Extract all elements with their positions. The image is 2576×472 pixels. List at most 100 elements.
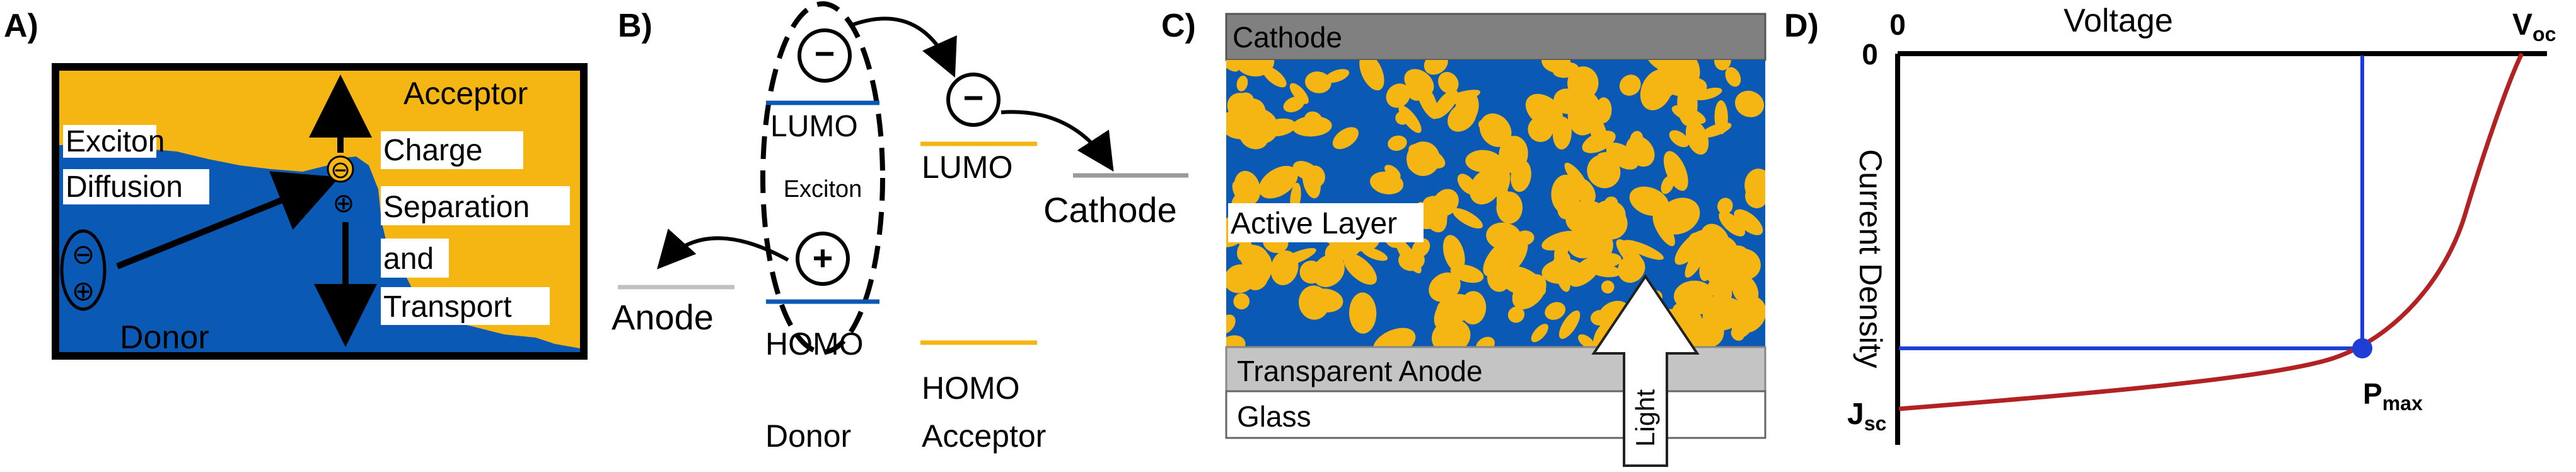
acceptor-domain: [1226, 335, 1246, 347]
acceptor-domain: [1569, 256, 1602, 287]
cathode-layer-label: Cathode: [1233, 21, 1342, 54]
acceptor-domain: [1565, 200, 1606, 234]
exciton-label-box: [63, 125, 156, 158]
acceptor-domain: [1554, 232, 1570, 265]
acceptor-domain: [1512, 274, 1546, 310]
acceptor-domain: [1388, 135, 1407, 151]
acceptor-domain: [1587, 154, 1621, 189]
acceptor-domain: [1416, 81, 1439, 119]
acceptor-domain: [1658, 198, 1700, 235]
pmax-label: Pmax: [2363, 377, 2423, 415]
donor-lumo-label: LUMO: [770, 110, 858, 143]
acceptor-domain: [1438, 71, 1459, 94]
acceptor-domain: [1734, 209, 1763, 235]
acceptor-domain: [1677, 81, 1698, 126]
acceptor-domain: [1325, 69, 1350, 83]
exciton-ellipse: [60, 229, 107, 311]
glass-layer: [1225, 390, 1767, 439]
acceptor-domain: [1531, 324, 1548, 343]
electron-transfer-arrow: [850, 16, 957, 78]
exciton-label: Exciton: [784, 176, 862, 203]
active-layer-label: Active Layer: [1231, 207, 1397, 240]
diffusion-label: Diffusion: [66, 170, 183, 204]
acceptor-domain: [1233, 293, 1250, 310]
acceptor-domain: [1349, 292, 1377, 334]
acceptor-domains: [1226, 60, 1765, 347]
acceptor-domain: [1226, 60, 1239, 72]
acceptor-domain: [1619, 74, 1641, 96]
separated-plus-icon: ⊕: [332, 188, 354, 218]
charge-label-box: [381, 131, 523, 169]
exciton-minus-icon: ⊖: [72, 239, 95, 270]
acceptor-domain: [1578, 334, 1595, 347]
panel-b: B) − − + LUMO Exciton LUMO Cathode Anode…: [612, 1, 1188, 454]
acceptor-domain: [1567, 66, 1599, 100]
acceptor-label: Acceptor: [922, 418, 1046, 454]
acceptor-domain: [1700, 122, 1732, 138]
acceptor-homo-label: HOMO: [922, 370, 1020, 406]
acceptor-domain: [1262, 66, 1287, 88]
acceptor-domain: [1663, 151, 1688, 191]
light-arrow-icon: [1591, 274, 1700, 467]
acceptor-domain: [1548, 252, 1571, 283]
exciton-dashed-ellipse: [760, 1, 885, 355]
exciton-plus-icon: ⊕: [72, 276, 95, 307]
y-origin-label: 0: [1862, 38, 1878, 71]
acceptor-domain: [1469, 169, 1502, 204]
acceptor-domain: [1441, 90, 1481, 105]
glass-layer-label: Glass: [1237, 400, 1311, 433]
acceptor-domain: [1332, 127, 1359, 150]
acceptor-domain: [1598, 151, 1639, 163]
acceptor-domain: [1584, 111, 1597, 124]
and-label: and: [383, 242, 434, 276]
acceptor-domain: [1525, 93, 1564, 128]
acceptor-domain: [1699, 257, 1712, 281]
separation-label: Separation: [383, 191, 530, 224]
acceptor-domain: [1694, 87, 1722, 100]
panel-b-label: B): [618, 8, 653, 44]
charge-label: Charge: [383, 134, 482, 167]
acceptor-domain: [1407, 146, 1428, 172]
panel-c: C) Cathode Active Layer Transparent Anod…: [1161, 8, 1767, 467]
acceptor-domain: [1623, 240, 1664, 260]
acceptor-domain: [1243, 263, 1268, 290]
acceptor-domain: [1398, 105, 1422, 133]
acceptor-domain: [1696, 316, 1724, 347]
acceptor-domain: [1289, 83, 1309, 104]
acceptor-domain: [1496, 191, 1523, 224]
acceptor-domain: [1582, 131, 1616, 153]
panel-c-label: C): [1161, 8, 1196, 44]
diffusion-arrow: [116, 171, 340, 269]
acceptor-domain: [1412, 238, 1430, 257]
acceptor-domain: [1424, 60, 1448, 75]
panel-d-label: D): [1784, 8, 1819, 44]
acceptor-domain: [1685, 121, 1709, 155]
acceptor-domain: [1292, 161, 1319, 180]
acceptor-domain: [1308, 288, 1343, 313]
acceptor-domain: [1226, 314, 1236, 334]
acceptor-domain: [1361, 247, 1388, 261]
acceptor-domain: [1486, 222, 1521, 251]
acceptor-domain: [1745, 185, 1765, 209]
donor-hole: [796, 232, 850, 286]
acceptor-domain: [1452, 208, 1483, 229]
acceptor-domain: [1386, 83, 1411, 108]
acceptor-domain: [1258, 165, 1298, 199]
acceptor-domain: [1376, 338, 1390, 347]
acceptor-domain: [1685, 245, 1707, 278]
acceptor-domain: [1450, 264, 1484, 283]
acceptor-domain: [1717, 198, 1733, 215]
jsc-label: Jsc: [1847, 398, 1886, 435]
electron-to-cathode-arrow: [1001, 110, 1114, 172]
acceptor-domain: [1448, 102, 1477, 132]
donor-label: Donor: [765, 418, 851, 454]
acceptor-electron: [946, 73, 1001, 127]
hole-to-anode-arrow: [656, 228, 789, 269]
acceptor-domain: [1502, 239, 1528, 274]
x-axis-title: Voltage: [2063, 3, 2173, 39]
acceptor-domain: [1719, 211, 1746, 237]
acceptor-domain: [1343, 253, 1377, 285]
acceptor-domain: [1629, 186, 1669, 216]
acceptor-domain: [1359, 60, 1384, 91]
